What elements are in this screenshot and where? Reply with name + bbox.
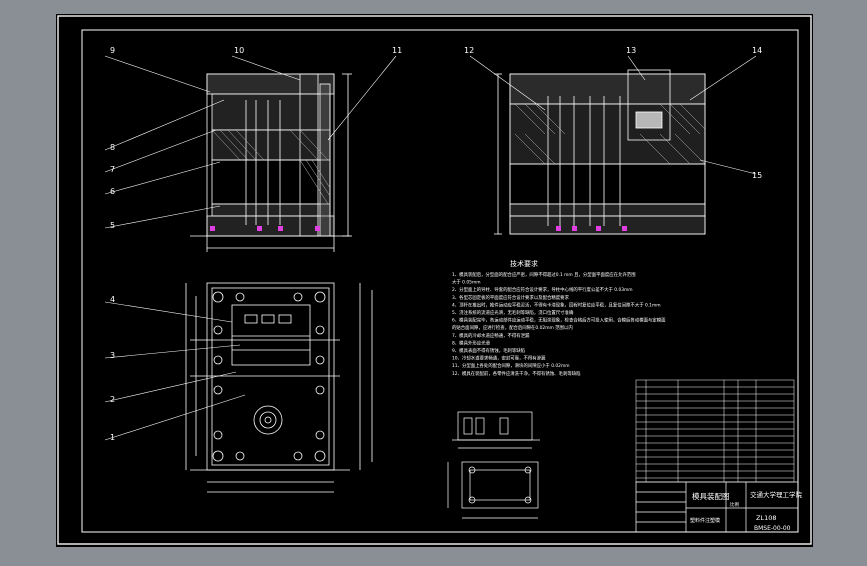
tech-req-line: 1、模具装配后，分型面的配合应严密，间隙不得超过0.1 mm 且，分型面平面度应… <box>452 271 636 278</box>
tech-req-line: 的贴合面间隙，应进行检查，配合后间隙在0.02mm 范围以内 <box>452 324 573 331</box>
callout-3: 3 <box>110 351 115 360</box>
callout-6: 6 <box>110 187 115 196</box>
plan-view <box>185 282 373 493</box>
callout-13: 13 <box>626 46 636 55</box>
callout-8: 8 <box>110 143 115 152</box>
tech-req-line: 11、分型面上各处的配合间隙，滑块的间隙应小于 0.02mm <box>452 362 570 369</box>
callout-2: 2 <box>110 395 115 404</box>
drawing-number: BMSE-00-00 <box>754 525 791 532</box>
title-block-text: 模具装配图 交通大学理工学院 比例 ZL108 塑料件注塑模 BMSE-00-0… <box>690 490 803 532</box>
side-section-view <box>494 69 706 235</box>
tech-req-line: 9、模具表面不得有锈蚀，毛刺等缺陷 <box>452 347 525 354</box>
tech-req-line: 4、顶杆在推出时，推件运动应平稳灵活，不得有卡滞现象，回程时复位应平稳，且复位间… <box>452 301 661 308</box>
front-view-callout-labels: 9 10 11 8 7 6 5 <box>110 46 402 230</box>
callout-10: 10 <box>234 46 244 55</box>
inner-frame <box>81 29 799 533</box>
callout-5: 5 <box>110 221 115 230</box>
front-view-leaders <box>104 55 397 229</box>
tech-req-line: 12、模具在装配前，各零件应清洗干净，不得有锈蚀、毛刺等缺陷 <box>452 370 581 377</box>
tech-req-line: 7、模具的冷却水道应畅通，不得有泄漏 <box>452 332 530 339</box>
tech-req-line: 3、各型芯固定板的平面度应符合设计要求以及配合精度要求 <box>452 294 570 301</box>
plan-view-leaders <box>104 301 246 441</box>
tech-req-lines: 1、模具装配后，分型面的配合应严密，间隙不得超过0.1 mm 且，分型面平面度应… <box>452 271 666 377</box>
part-sketch-side <box>452 411 540 449</box>
drawing-code: ZL108 <box>756 514 776 522</box>
front-view-ejector-marks <box>210 226 320 231</box>
tech-req-title: 技术要求 <box>510 259 538 268</box>
plan-view-callout-labels: 4 3 2 1 <box>110 295 115 442</box>
school-name: 交通大学理工学院 <box>750 490 803 499</box>
callout-4: 4 <box>110 295 115 304</box>
drawing-name: 模具装配图 <box>692 491 730 501</box>
tech-req-line: 8、模具外形应光滑 <box>452 339 491 346</box>
part-sketch-plan <box>447 461 539 519</box>
side-view-callout-labels: 12 13 14 15 <box>464 46 762 180</box>
callout-11: 11 <box>392 46 402 55</box>
outer-frame <box>57 15 812 545</box>
tech-req-line: 大于 0.05mm <box>452 279 481 286</box>
tech-req-line: 10、冷却水道要求畅通，密封可靠，不得有渗漏 <box>452 355 546 362</box>
callout-14: 14 <box>752 46 762 55</box>
scale-label: 比例 <box>730 501 739 508</box>
title-block <box>635 481 799 533</box>
callout-1: 1 <box>110 433 115 442</box>
callout-9: 9 <box>110 46 115 55</box>
side-view-ejector-marks <box>556 226 627 231</box>
tech-req-line: 6、模具装配完毕，各运动部件应运动平稳，无阻滞现象，检查合格后方可投入使用，合模… <box>452 317 666 324</box>
front-section-view <box>190 73 352 252</box>
callout-7: 7 <box>110 165 115 174</box>
tech-req-line: 5、浇注系统的流道应光滑，无毛刺等缺陷，浇口位置尺寸准确 <box>452 309 574 316</box>
side-view-leaders <box>469 55 757 175</box>
technical-requirements: 技术要求 1、模具装配后，分型面的配合应严密，间隙不得超过0.1 mm 且，分型… <box>452 259 666 377</box>
tech-req-line: 2、分型面上的导柱、导套的配合应符合设计要求，导柱中心线的平行度公差不大于 0.… <box>452 286 633 293</box>
callout-15: 15 <box>752 171 762 180</box>
part-name: 塑料件注塑模 <box>690 517 720 524</box>
callout-12: 12 <box>464 46 474 55</box>
